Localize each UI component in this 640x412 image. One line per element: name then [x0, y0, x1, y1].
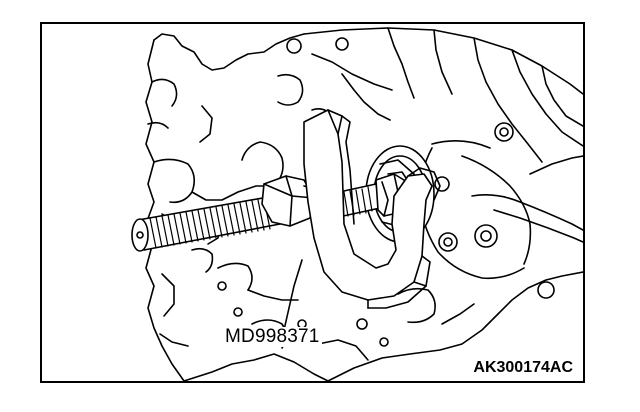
- special-tool-puller: [131, 109, 441, 309]
- part-number-label: MD998371: [223, 326, 322, 347]
- figure-id-label: AK300174AC: [473, 359, 573, 376]
- technical-illustration: [131, 27, 583, 381]
- callout-leader-line: [283, 259, 303, 331]
- figure-frame: MD998371 AK300174AC: [40, 22, 585, 383]
